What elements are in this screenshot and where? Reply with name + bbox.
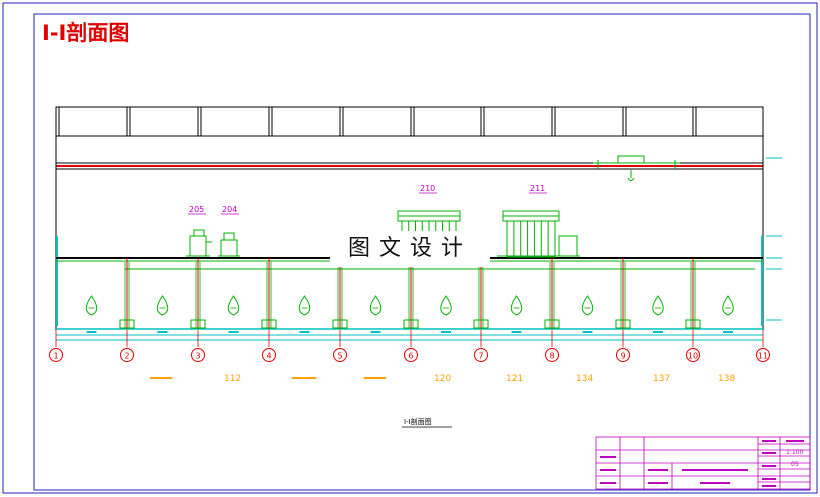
axis-label: 10 [688,352,698,361]
axis-bubble [686,348,700,362]
elevation-marks [766,157,782,321]
room-134: 134 [576,374,593,384]
axis-bubble [49,348,63,362]
axis-bubble [120,348,134,362]
section-caption: I-I剖面图 [404,417,432,426]
tank-symbol [510,295,523,316]
label-205: 205 [189,205,204,214]
label-211: 211 [530,184,545,193]
axis-bubble [404,348,418,362]
title-block-text: 1:100 05 [786,449,803,468]
column-base [403,319,419,329]
axis-label: 2 [124,352,129,361]
equipment-204 [218,232,240,257]
axis-label: 1 [53,352,58,361]
room-138: 138 [718,374,735,384]
label-204: 204 [222,205,237,214]
watermark: 图文设计 [330,231,490,267]
equipment-labels: 205 204 210 211 [188,184,547,215]
column-base [190,319,206,329]
roof-band [55,106,764,137]
axis-label: 7 [478,352,483,361]
axis-bubble [333,348,347,362]
scale-value: 1:100 [786,449,803,456]
column-base [544,319,560,329]
wall-accents [56,236,763,326]
sheet-number: 05 [791,461,799,468]
room-numbers: 112 120 121 134 137 138 [224,374,735,384]
crane-hoist [593,155,680,181]
inner-frame [33,13,811,491]
axis-label: 9 [620,352,625,361]
room-137: 137 [653,374,670,384]
axis-bubble [191,348,205,362]
axis-label: 4 [266,352,271,361]
ground-line [56,328,763,341]
label-210: 210 [420,184,435,193]
equipment-211 [497,210,580,258]
room-112: 112 [224,374,241,384]
tank-symbol [652,295,664,316]
axis-bubble [616,348,630,362]
column-group [119,258,701,329]
axis-label: 11 [758,352,768,361]
tank-symbol [298,295,311,316]
axis-label: 8 [549,352,554,361]
column-base [332,319,348,329]
axis-bubble [545,348,559,362]
title-block-marks [600,440,804,487]
tank-symbol [581,295,594,316]
axis-bubble [756,348,770,362]
column-base [685,319,701,329]
axis-label: 6 [408,352,413,361]
axis-bubble [474,348,488,362]
room-121: 121 [506,374,523,384]
tank-group [85,295,734,316]
room-120: 120 [434,374,451,384]
tank-symbol [722,295,734,316]
axis-group: 1 2 3 4 5 6 7 8 9 10 11 [49,330,770,362]
drawing-title: Ⅰ-Ⅰ剖面图 [42,21,129,45]
tank-symbol [227,295,240,316]
column-base [615,319,631,329]
axis-bubble [262,348,276,362]
column-base [261,319,277,329]
tank-symbol [440,295,452,316]
tank-symbol [85,295,98,316]
crane-rail [56,162,763,170]
tank-symbol [369,295,382,316]
axis-label: 3 [195,352,200,361]
column-base [473,319,489,329]
equipment-205 [186,229,212,257]
tank-symbol [156,295,169,316]
column-base [119,319,135,329]
axis-label: 5 [337,352,342,361]
title-block [595,436,811,490]
